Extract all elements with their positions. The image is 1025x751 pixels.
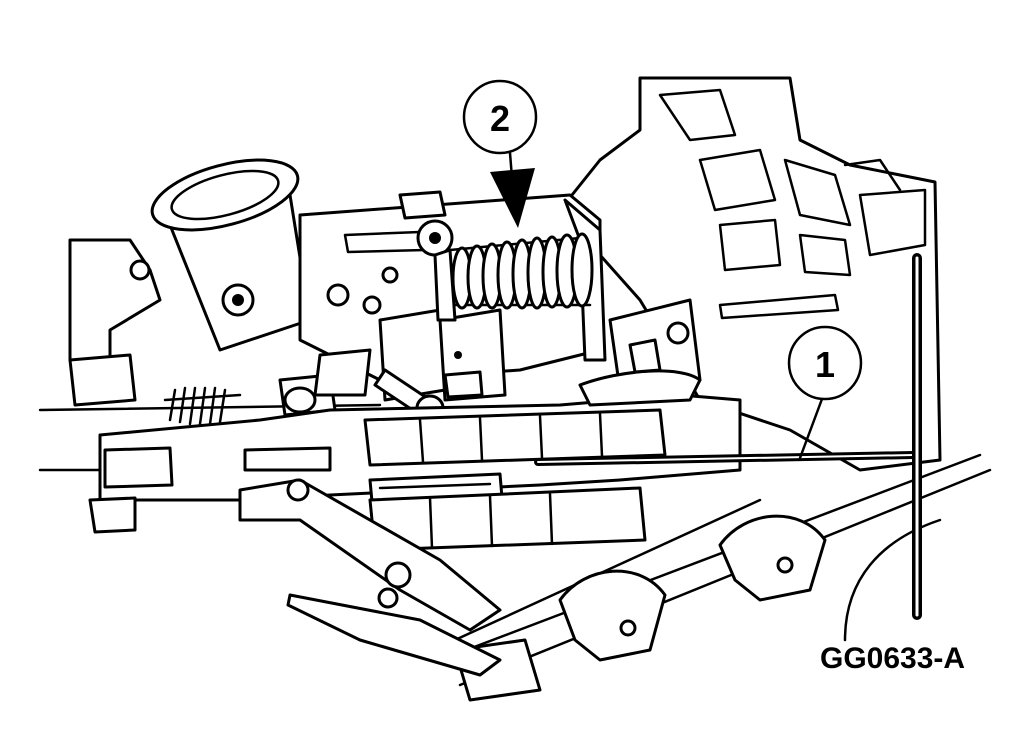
figure-reference-id: GG0633-A: [820, 642, 965, 675]
lower-arm: [238, 478, 502, 677]
alignment-tool: [534, 253, 922, 620]
callout-2: 2: [462, 79, 538, 228]
detent-blocks: [363, 408, 667, 552]
small-spring: [163, 386, 242, 426]
roller-lever: [578, 298, 702, 407]
shaft-clamps: [558, 514, 827, 662]
coil-spring: [416, 219, 594, 322]
callout-1-label: 1: [815, 344, 835, 385]
callout-2-label: 2: [490, 98, 510, 139]
cylinder-body: [150, 158, 312, 352]
left-bracket: [68, 238, 162, 407]
callout-1: 1: [787, 325, 863, 460]
